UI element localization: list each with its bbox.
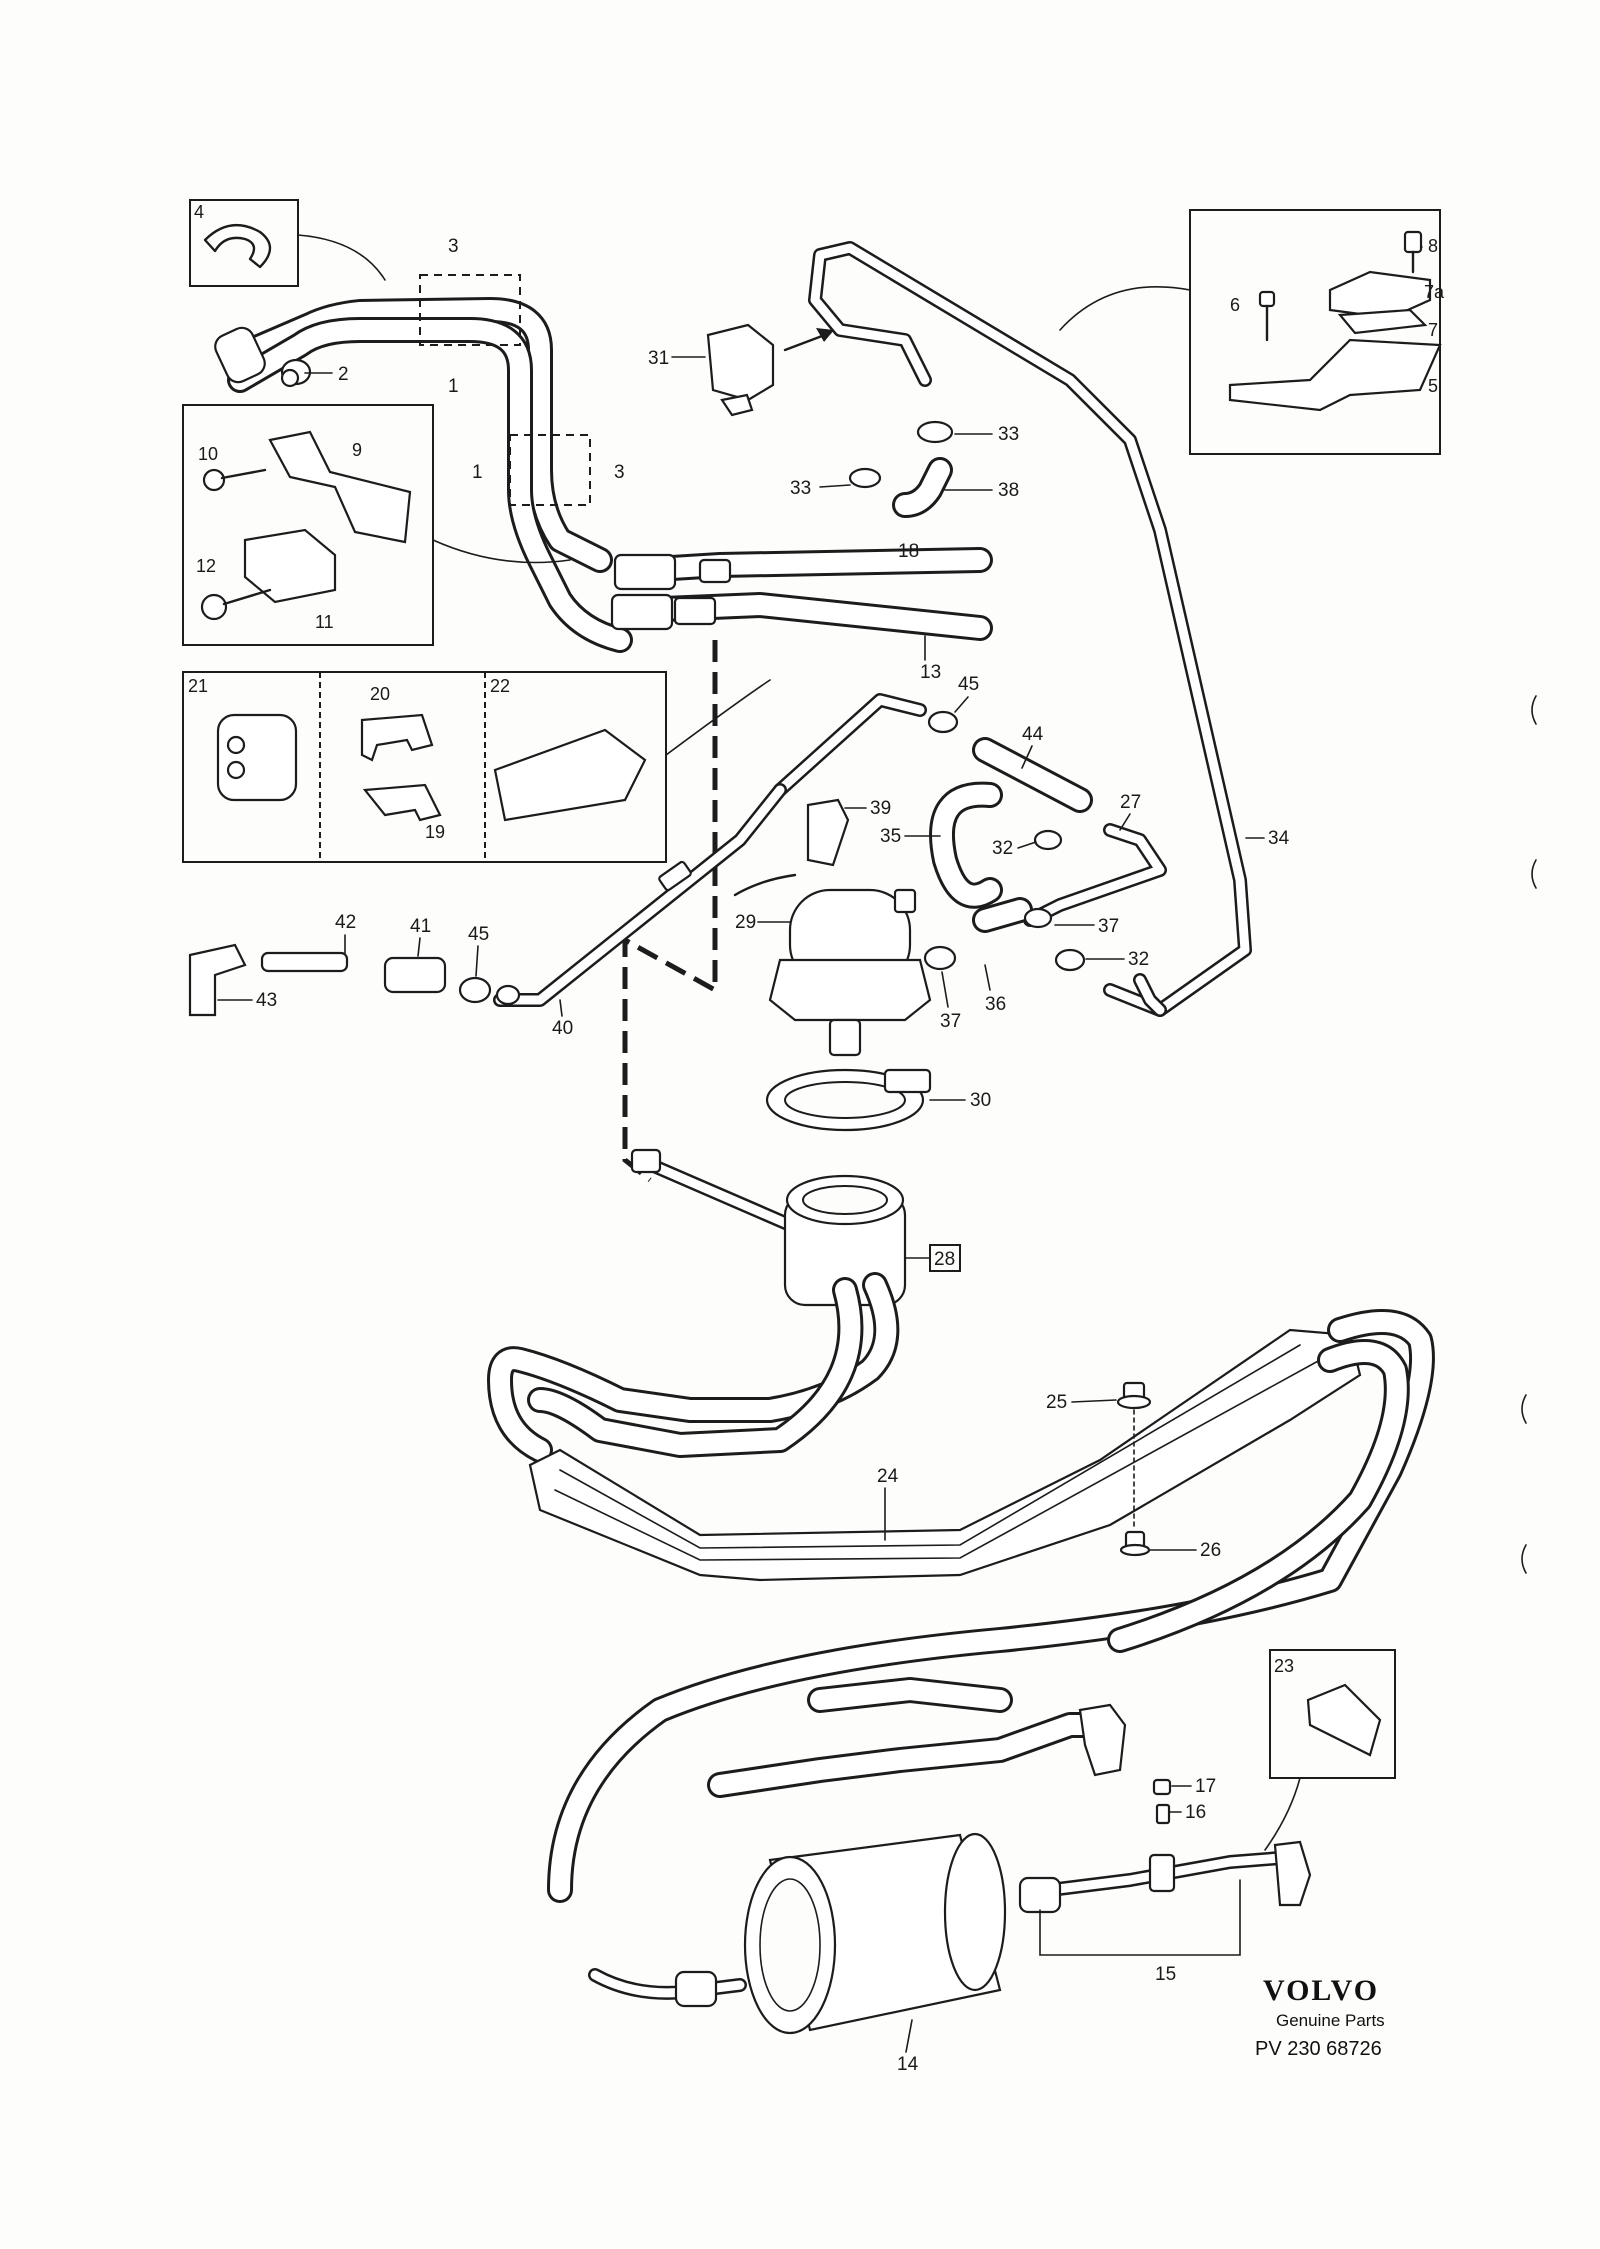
part-25-valve: [1116, 1381, 1152, 1410]
fuel-filter-14: [588, 1832, 1007, 2035]
label-42: 42: [335, 912, 356, 933]
inset-box-9-12: 10 9 12 11: [182, 404, 434, 646]
clamp-ring-30: [765, 1068, 932, 1132]
arrow-39: [733, 873, 797, 897]
part-catalog-code: PV 230 68726: [1255, 2038, 1382, 2060]
label-24: 24: [877, 1466, 899, 1487]
label-44: 44: [1022, 724, 1044, 745]
label-33-right: 33: [998, 424, 1019, 445]
label-8: 8: [1428, 236, 1438, 256]
label-2: 2: [338, 364, 349, 385]
label-40: 40: [552, 1018, 573, 1039]
brand-logo-text: VOLVO: [1263, 1974, 1379, 2007]
label-37-right: 37: [1098, 916, 1119, 937]
inset-box-23: 23: [1269, 1649, 1396, 1779]
label-1-mid: 1: [472, 462, 483, 483]
label-3-top: 3: [448, 236, 459, 257]
label-43: 43: [256, 990, 277, 1011]
label-16: 16: [1185, 1802, 1206, 1823]
label-41: 41: [410, 916, 431, 937]
volvo-brand-block: VOLVO Genuine Parts PV 230 68726: [1255, 1974, 1385, 2060]
label-7a: 7a: [1424, 282, 1445, 302]
label-45-top: 45: [958, 674, 979, 695]
leader-5-8: [1059, 286, 1191, 331]
label-35: 35: [880, 826, 901, 847]
label-9: 9: [352, 440, 362, 460]
leader-23: [1264, 1777, 1301, 1851]
margin-mark-1: [1531, 695, 1537, 725]
label-10: 10: [198, 444, 218, 464]
label-38: 38: [998, 480, 1019, 501]
label-19: 19: [425, 822, 445, 842]
label-30: 30: [970, 1090, 991, 1111]
label-6: 6: [1230, 295, 1240, 315]
inset-box-4: 4: [189, 199, 299, 287]
label-25: 25: [1046, 1392, 1067, 1413]
inset-box-5-8: 8 7a 6 7 5: [1189, 209, 1445, 455]
label-39: 39: [870, 798, 891, 819]
leader-9-12: [432, 539, 571, 564]
label-33-left: 33: [790, 478, 811, 499]
margin-mark-4: [1521, 1544, 1527, 1574]
label-37-left: 37: [940, 1011, 961, 1032]
hose-group-left: [188, 783, 787, 1017]
label-14: 14: [897, 2054, 919, 2075]
part-26-cap: [1119, 1530, 1151, 1557]
label-31: 31: [648, 348, 669, 369]
label-4: 4: [194, 202, 204, 222]
hose-assembly-top-left: [214, 274, 633, 653]
label-45-left: 45: [468, 924, 489, 945]
label-11: 11: [315, 612, 334, 632]
label-34: 34: [1268, 828, 1290, 849]
fuel-pressure-regulator-29: [768, 888, 932, 1057]
label-1-top: 1: [448, 376, 459, 397]
margin-mark-3: [1521, 1394, 1527, 1424]
label-12: 12: [196, 556, 216, 576]
label-7: 7: [1428, 320, 1438, 340]
lower-hose-assembly: [707, 1677, 1312, 1914]
brand-subtitle: Genuine Parts: [1276, 2011, 1385, 2030]
label-15: 15: [1155, 1964, 1176, 1985]
label-18: 18: [898, 541, 919, 562]
label-28: 28: [934, 1249, 955, 1270]
label-17: 17: [1195, 1776, 1216, 1797]
dashed-line-route: [622, 640, 718, 1182]
fuel-rail-24: [487, 1272, 1435, 1903]
label-22: 22: [490, 676, 510, 696]
bracket-15: [1039, 1879, 1241, 1956]
leader-4: [297, 234, 386, 281]
margin-mark-2: [1531, 859, 1537, 889]
hose-group-right: [773, 693, 1167, 1017]
fuel-lines-13: [610, 547, 993, 641]
label-23: 23: [1274, 1656, 1294, 1676]
label-5: 5: [1428, 376, 1438, 396]
label-36: 36: [985, 994, 1006, 1015]
hose-34: [808, 241, 1252, 1017]
inset-box-19-22: 21 20 19 22: [182, 671, 667, 863]
label-32-upper: 32: [992, 838, 1013, 859]
part-31-clip: [706, 323, 775, 417]
label-21: 21: [188, 676, 208, 696]
label-13: 13: [920, 662, 941, 683]
label-29: 29: [735, 912, 756, 933]
label-27: 27: [1120, 792, 1141, 813]
label-26: 26: [1200, 1540, 1221, 1561]
label-32-lower: 32: [1128, 949, 1149, 970]
elbow-38: [848, 420, 954, 518]
leader-19-22: [665, 679, 771, 756]
label-3-mid: 3: [614, 462, 625, 483]
label-20: 20: [370, 684, 390, 704]
part-39-clip: [806, 798, 850, 867]
